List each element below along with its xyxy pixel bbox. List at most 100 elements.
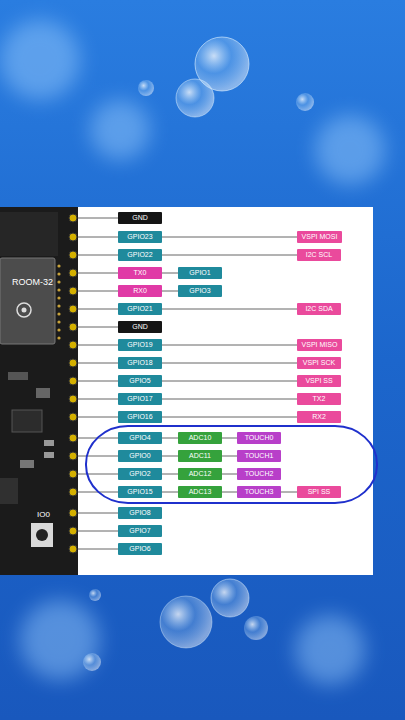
uart-box: RX0 bbox=[118, 285, 162, 297]
gpio-box: GPIO18 bbox=[118, 357, 162, 369]
adc-box: ADC13 bbox=[178, 486, 222, 498]
function-box: VSPI SS bbox=[297, 375, 341, 387]
pin-connector bbox=[162, 399, 297, 400]
pin-label: I2C SCL bbox=[306, 251, 332, 258]
pin-label: VSPI SCK bbox=[303, 359, 335, 366]
pin-label: GPIO4 bbox=[129, 434, 150, 441]
pin-connector bbox=[162, 474, 178, 475]
pin-connector bbox=[222, 474, 237, 475]
gpio-box: GPIO1 bbox=[178, 267, 222, 279]
pin-label: VSPI MISO bbox=[302, 341, 338, 348]
gpio-box: GPIO15 bbox=[118, 486, 162, 498]
pin-connector bbox=[222, 456, 237, 457]
gpio-box: GPIO16 bbox=[118, 411, 162, 423]
pin-label: GPIO0 bbox=[129, 452, 150, 459]
touch-box: TOUCH1 bbox=[237, 450, 281, 462]
pin-connector bbox=[162, 237, 297, 238]
function-box: SPI SS bbox=[297, 486, 341, 498]
pin-label: GPIO6 bbox=[129, 545, 150, 552]
function-box: TX2 bbox=[297, 393, 341, 405]
touch-box: TOUCH3 bbox=[237, 486, 281, 498]
gpio-box: GPIO4 bbox=[118, 432, 162, 444]
pin-label: GPIO7 bbox=[129, 527, 150, 534]
pin-label: GPIO5 bbox=[129, 377, 150, 384]
pin-label: GPIO18 bbox=[127, 359, 152, 366]
pin-connector bbox=[162, 363, 297, 364]
pin-connector bbox=[162, 273, 178, 274]
gpio-box: GPIO23 bbox=[118, 231, 162, 243]
gpio-box: GPIO5 bbox=[118, 375, 162, 387]
diagram-panel bbox=[0, 207, 373, 575]
gpio-box: GPIO2 bbox=[118, 468, 162, 480]
pin-connector bbox=[281, 492, 297, 493]
pin-label: VSPI MOSI bbox=[302, 233, 338, 240]
pin-connector bbox=[162, 309, 297, 310]
pin-label: ADC11 bbox=[189, 452, 211, 459]
pin-label: TX2 bbox=[313, 395, 326, 402]
ground-pin-box: GND bbox=[118, 321, 162, 333]
esp32-board bbox=[0, 207, 78, 575]
adc-box: ADC11 bbox=[178, 450, 222, 462]
gpio-box: GPIO7 bbox=[118, 525, 162, 537]
gpio-box: GPIO8 bbox=[118, 507, 162, 519]
gpio-box: GPIO17 bbox=[118, 393, 162, 405]
gpio-box: GPIO0 bbox=[118, 450, 162, 462]
pin-label: GPIO15 bbox=[127, 488, 152, 495]
touch-box: TOUCH2 bbox=[237, 468, 281, 480]
pin-label: GPIO8 bbox=[129, 509, 150, 516]
pin-label: RX0 bbox=[133, 287, 147, 294]
pin-label: ADC10 bbox=[189, 434, 212, 441]
pin-label: GPIO23 bbox=[127, 233, 152, 240]
pin-label: GPIO21 bbox=[127, 305, 152, 312]
pin-connector bbox=[222, 438, 237, 439]
pin-label: VSPI SS bbox=[305, 377, 332, 384]
highlight-ellipse bbox=[86, 426, 377, 503]
pin-header bbox=[69, 214, 77, 553]
light-patches bbox=[0, 20, 385, 685]
pin-label: TOUCH2 bbox=[245, 470, 274, 477]
function-box: VSPI MISO bbox=[297, 339, 342, 351]
pin-label: TOUCH1 bbox=[245, 452, 274, 459]
pin-connector bbox=[162, 345, 297, 346]
gpio-box: GPIO6 bbox=[118, 543, 162, 555]
pin-label: GPIO19 bbox=[127, 341, 152, 348]
pin-label: ADC13 bbox=[189, 488, 212, 495]
pin-label: TX0 bbox=[134, 269, 147, 276]
pin-label: GPIO1 bbox=[189, 269, 210, 276]
pin-connector bbox=[162, 255, 297, 256]
uart-box: TX0 bbox=[118, 267, 162, 279]
pin-label: GPIO16 bbox=[127, 413, 152, 420]
adc-box: ADC12 bbox=[178, 468, 222, 480]
adc-box: ADC10 bbox=[178, 432, 222, 444]
gpio-box: GPIO22 bbox=[118, 249, 162, 261]
pin-label: GND bbox=[132, 323, 148, 330]
pin-label: I2C SDA bbox=[305, 305, 332, 312]
gpio-box: GPIO21 bbox=[118, 303, 162, 315]
pin-connector bbox=[162, 438, 178, 439]
ground-pin-box: GND bbox=[118, 212, 162, 224]
function-box: I2C SDA bbox=[297, 303, 341, 315]
pin-label: RX2 bbox=[312, 413, 326, 420]
function-box: VSPI SCK bbox=[297, 357, 341, 369]
function-box: VSPI MOSI bbox=[297, 231, 342, 243]
pin-label: GND bbox=[132, 214, 148, 221]
pin-label: GPIO3 bbox=[189, 287, 210, 294]
board-text: IO0 bbox=[37, 510, 50, 519]
pin-connector bbox=[162, 291, 178, 292]
pin-label: GPIO22 bbox=[127, 251, 152, 258]
touch-box: TOUCH0 bbox=[237, 432, 281, 444]
function-box: I2C SCL bbox=[297, 249, 341, 261]
pin-label: SPI SS bbox=[308, 488, 331, 495]
pin-connector bbox=[162, 456, 178, 457]
gpio-box: GPIO19 bbox=[118, 339, 162, 351]
pin-label: GPIO2 bbox=[129, 470, 150, 477]
pin-connector bbox=[162, 381, 297, 382]
board-text: ROOM-32 bbox=[12, 277, 53, 287]
pin-label: ADC12 bbox=[189, 470, 212, 477]
pin-connector bbox=[222, 492, 237, 493]
pin-connector bbox=[162, 492, 178, 493]
